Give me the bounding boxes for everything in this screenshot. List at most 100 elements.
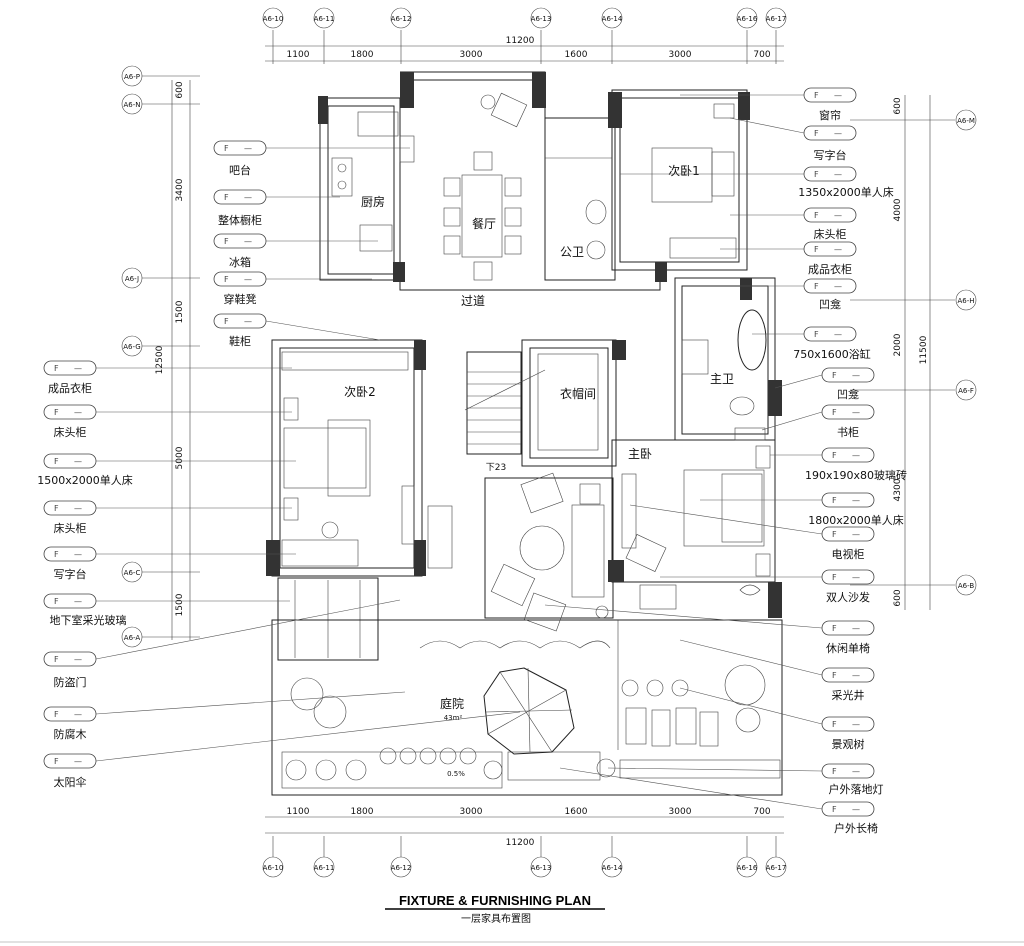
svg-text:A6-H: A6-H [957,297,974,305]
tag: F—成品衣柜 [43,360,292,395]
svg-text:—: — [834,211,842,220]
svg-text:成品衣柜: 成品衣柜 [48,381,92,395]
room-label-courtyard: 庭院 [440,696,464,711]
plan-subtitle: 一层家具布置图 [461,912,531,925]
svg-text:A6-12: A6-12 [391,15,412,23]
svg-text:—: — [244,193,252,202]
svg-text:F: F [832,671,837,680]
svg-text:1500: 1500 [175,300,185,323]
svg-text:F: F [54,597,59,606]
svg-text:F: F [814,211,819,220]
svg-text:F: F [54,757,59,766]
grid-bubble: A6-F [850,379,977,401]
svg-text:1600: 1600 [565,50,588,60]
svg-text:F: F [54,550,59,559]
tag: F—凹龛 [774,367,875,401]
svg-text:鞋柜: 鞋柜 [229,334,251,348]
svg-text:1500: 1500 [175,593,185,616]
svg-text:防腐木: 防腐木 [54,727,87,741]
master-bath-fixtures [681,309,767,441]
tag: F—窗帘 [680,87,857,122]
svg-text:3400: 3400 [175,178,185,201]
svg-text:—: — [244,275,252,284]
tag: F—防腐木 [43,691,406,741]
svg-text:F: F [54,364,59,373]
svg-text:F: F [54,408,59,417]
room-label-kitchen: 厨房 [361,194,385,209]
plan-title: FIXTURE & FURNISHING PLAN [399,893,591,908]
svg-text:700: 700 [753,807,770,817]
svg-text:户外落地灯: 户外落地灯 [829,782,884,796]
svg-text:床头柜: 床头柜 [54,521,87,535]
svg-text:—: — [74,408,82,417]
svg-text:书柜: 书柜 [837,426,859,439]
wc-fixtures [545,157,612,260]
svg-text:—: — [852,671,860,680]
svg-text:凹龛: 凹龛 [837,387,859,401]
dims-left: 600 3400 1500 5000 1500 12500 [155,80,191,640]
room-label-bedroom1: 次卧1 [668,164,700,178]
grid-bubble: A6-13 [531,7,551,64]
svg-text:A6-16: A6-16 [737,15,758,23]
grid-bubble: A6-11 [314,836,334,878]
svg-text:A6-17: A6-17 [766,864,787,872]
slope-label: 0.5% [447,770,465,778]
room-label-hall: 过道 [461,294,485,308]
svg-text:窗帘: 窗帘 [819,108,841,122]
living-furniture [490,472,609,632]
svg-text:—: — [852,371,860,380]
svg-text:F: F [54,655,59,664]
grid-bubble: A6-13 [531,836,551,878]
dining-table [443,92,528,281]
svg-text:—: — [74,550,82,559]
svg-text:—: — [852,451,860,460]
svg-text:—: — [244,237,252,246]
svg-text:—: — [244,144,252,153]
svg-text:F: F [224,193,229,202]
svg-text:F: F [224,237,229,246]
svg-text:F: F [832,767,837,776]
svg-text:景观树: 景观树 [832,737,865,751]
svg-text:冰箱: 冰箱 [229,255,251,269]
svg-text:—: — [852,624,860,633]
svg-text:—: — [852,573,860,582]
svg-text:—: — [852,805,860,814]
tags-right: F—窗帘 F—写字台 F—1350x2000单人床 F—床头柜 F—成品衣柜 F… [544,87,907,835]
svg-text:A6-C: A6-C [124,569,141,577]
grid-bubble: A6-17 [766,836,787,878]
grid-bubble: A6-12 [391,7,412,64]
tag: F—地下室采光玻璃 [43,593,290,627]
svg-text:A6-14: A6-14 [602,15,623,23]
svg-text:—: — [852,496,860,505]
tag: F—防盗门 [43,599,401,689]
svg-text:穿鞋凳: 穿鞋凳 [224,292,257,306]
svg-text:F: F [224,317,229,326]
svg-text:F: F [832,624,837,633]
svg-text:A6-M: A6-M [957,117,975,125]
svg-text:1800x2000单人床: 1800x2000单人床 [808,513,904,527]
grid-bubble: A6-14 [602,836,623,878]
svg-text:整体橱柜: 整体橱柜 [218,213,262,227]
drawing-title: FIXTURE & FURNISHING PLAN 一层家具布置图 [385,893,605,925]
svg-text:12500: 12500 [155,345,165,374]
svg-text:休闲单椅: 休闲单椅 [826,641,870,655]
tag: F—1500x2000单人床 [37,453,296,487]
tag: F—1350x2000单人床 [620,166,894,199]
stair-label: 下23 [486,463,506,473]
courtyard-area: 43m² [444,714,463,722]
svg-text:—: — [74,457,82,466]
grid-bubble: A6-16 [737,836,758,878]
tag: F—采光井 [679,639,875,702]
svg-text:3000: 3000 [669,807,692,817]
tag: F—吧台 [213,140,410,177]
svg-text:A6-P: A6-P [124,73,140,81]
svg-text:1800: 1800 [351,50,374,60]
grid-bubble: A6-B [850,574,977,596]
grid-bubble: A6-J [121,267,200,289]
dims-top: 11200 1100 1800 3000 1600 3000 700 [265,36,784,62]
room-label-cloak: 衣帽间 [560,386,596,401]
svg-text:700: 700 [753,50,770,60]
svg-text:1600: 1600 [565,807,588,817]
svg-text:F: F [832,451,837,460]
svg-text:3000: 3000 [669,50,692,60]
